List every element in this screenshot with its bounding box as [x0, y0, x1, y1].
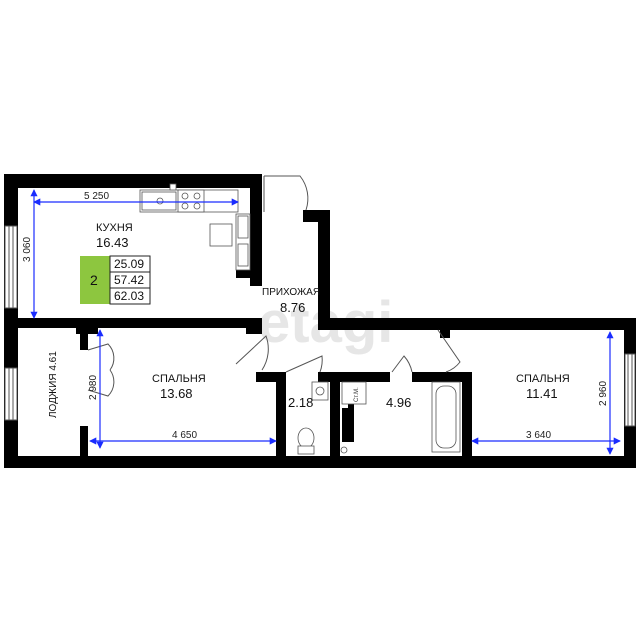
wall-toilet-bath	[330, 372, 340, 456]
wall-partition-pier-2	[246, 318, 262, 334]
wall-bath-right	[462, 376, 472, 456]
door-bedroom-right	[437, 329, 461, 373]
wall-pier	[342, 408, 354, 442]
wall-top-right	[328, 318, 636, 330]
wall-loggia-bottom	[80, 426, 88, 456]
washer-label: Ст.М.	[354, 387, 360, 402]
window-icon	[4, 225, 636, 427]
bathroom-fixtures: Ст.М.	[297, 381, 461, 455]
bedroom-left-area: 13.68	[160, 386, 193, 401]
dim-bedroom-right-width: 3 640	[526, 430, 551, 441]
wall-bedroom-left-right	[276, 372, 286, 456]
wall-kitchen-right	[250, 174, 262, 286]
door-bath	[391, 355, 413, 373]
toilet-icon	[297, 427, 315, 449]
wall-kitchen-bedroom-2	[96, 318, 252, 328]
door-toilet	[285, 355, 323, 373]
wall-hall-right	[318, 210, 330, 330]
window-kitchen-left	[4, 225, 18, 309]
dim-kitchen-width: 5 250	[84, 191, 109, 202]
living-area: 25.09	[114, 257, 144, 271]
total-area-no-loggia: 57.42	[114, 273, 144, 287]
wall-loggia	[80, 328, 88, 350]
door-entrance	[264, 175, 309, 211]
kitchen-name: КУХНЯ	[96, 222, 133, 234]
window-bedroom-right	[624, 353, 636, 427]
kitchen-area: 16.43	[96, 235, 129, 250]
door-loggia	[87, 343, 115, 371]
door-icon	[87, 175, 461, 397]
kitchen-counter	[139, 183, 251, 271]
toilet-area: 2.18	[288, 395, 313, 410]
wall-top-left	[4, 174, 262, 188]
wall-kitchen-bedroom	[18, 318, 80, 328]
dim-bedroom-left-depth: 2 980	[88, 375, 99, 400]
dimension-lines	[30, 189, 621, 455]
room-count-cell	[80, 256, 110, 304]
bedroom-left-name: СПАЛЬНЯ	[152, 373, 206, 385]
wall-left	[4, 174, 18, 468]
stove-icon	[177, 189, 205, 213]
wall-toilet-top	[256, 372, 286, 382]
bedroom-right-name: СПАЛЬНЯ	[516, 373, 570, 385]
fridge-icon	[209, 223, 233, 247]
total-area: 62.03	[114, 289, 144, 303]
bathroom-area: 4.96	[386, 395, 411, 410]
walls	[4, 174, 636, 468]
wall-bottom	[4, 456, 636, 468]
washing-machine-icon	[341, 381, 367, 405]
dim-kitchen-depth: 3 060	[22, 237, 33, 262]
hall-area: 8.76	[280, 300, 305, 315]
bedroom-right-area: 11.41	[526, 386, 558, 401]
loggia-label: ЛОДЖИЯ 4.61	[48, 351, 59, 418]
area-badge: 2 25.09 57.42 62.03	[80, 255, 151, 305]
hall-name: ПРИХОЖАЯ	[262, 287, 320, 298]
wall-kitchen-door-jamb	[236, 268, 262, 278]
window-loggia-left	[4, 367, 18, 421]
wall-entry-stub	[303, 210, 330, 222]
wall-hall-bedroom	[440, 328, 450, 338]
dim-bedroom-left-width: 4 650	[172, 430, 197, 441]
wall-bath-top-2	[412, 372, 472, 382]
wall-bath-top	[318, 372, 390, 382]
room-count: 2	[90, 272, 98, 288]
dim-bedroom-right-depth: 2 960	[598, 381, 609, 406]
door-bedroom-left	[235, 335, 269, 371]
